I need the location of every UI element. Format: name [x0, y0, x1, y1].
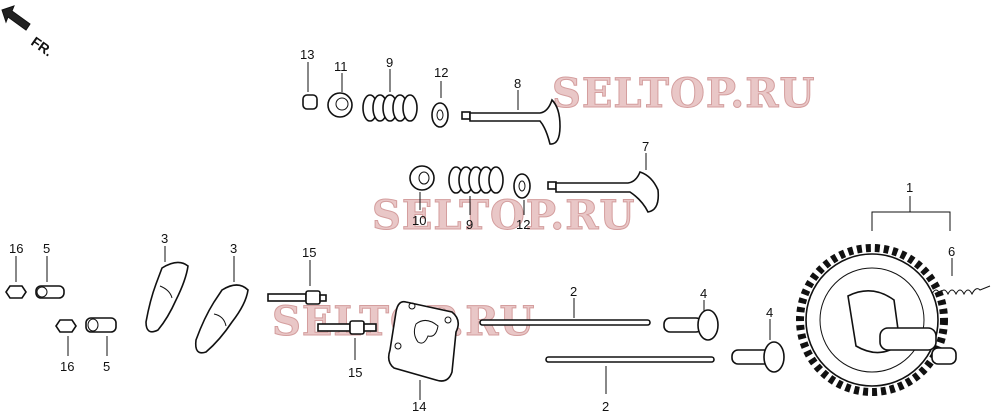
rocker-arm-right: [194, 256, 249, 354]
callout-1: 1: [906, 180, 913, 195]
callout-9-lower: 9: [466, 217, 473, 232]
callout-12-lower: 12: [516, 217, 530, 232]
callout-8: 8: [514, 76, 521, 91]
pushrod-lower: [545, 356, 715, 394]
callout-6: 6: [948, 244, 955, 259]
exhaust-valve: [461, 90, 561, 145]
callout-13: 13: [300, 47, 314, 62]
callout-15-lower: 15: [348, 365, 362, 380]
callout-4-upper: 4: [700, 286, 707, 301]
tappet-upper: [663, 300, 719, 341]
valve-spring-lower: [448, 166, 504, 215]
valve-spring-upper: [362, 69, 418, 122]
callout-16-lower: 16: [60, 359, 74, 374]
rocker-arm-left: [145, 246, 189, 333]
spring-retainer: [327, 73, 353, 118]
tappet-lower: [731, 319, 785, 373]
valve-cap: [302, 62, 318, 110]
callout-15-upper: 15: [302, 245, 316, 260]
callout-2-lower: 2: [602, 399, 609, 413]
callout-14: 14: [412, 399, 426, 413]
callout-16-upper: 16: [9, 241, 23, 256]
front-label: FR.: [28, 33, 56, 59]
rocker-stud-lower: [317, 320, 377, 360]
decompressor-spring: [931, 258, 991, 296]
callout-2-upper: 2: [570, 284, 577, 299]
callout-9-upper: 9: [386, 55, 393, 70]
adjusting-nut-lower: [55, 319, 77, 356]
valve-guide-cap: [409, 165, 435, 210]
callout-7: 7: [642, 139, 649, 154]
adjusting-nut-upper: [5, 256, 27, 299]
arrow-icon: [1, 5, 31, 31]
watermark-middle: SELTOP.RU: [372, 192, 635, 239]
callout-3-right: 3: [230, 241, 237, 256]
rocker-stud-upper: [267, 260, 327, 305]
callout-5-upper: 5: [43, 241, 50, 256]
callout-11: 11: [334, 59, 348, 74]
valve-seal-upper: [431, 81, 449, 128]
pushrod-guide-plate: [387, 300, 460, 400]
callout-3-left: 3: [161, 231, 168, 246]
callout-4-lower: 4: [766, 305, 773, 320]
watermark-top: SELTOP.RU: [552, 70, 815, 117]
pivot-upper: [35, 256, 65, 299]
valve-seal-lower: [513, 173, 531, 215]
callout-5-lower: 5: [103, 359, 110, 374]
pushrod-upper: [479, 298, 651, 326]
callout-10: 10: [412, 213, 426, 228]
front-direction-marker: FR.: [1, 5, 56, 59]
pivot-lower: [85, 317, 117, 356]
camshaft-assembly: [796, 196, 957, 396]
callout-12-upper: 12: [434, 65, 448, 80]
intake-valve: [547, 153, 660, 213]
